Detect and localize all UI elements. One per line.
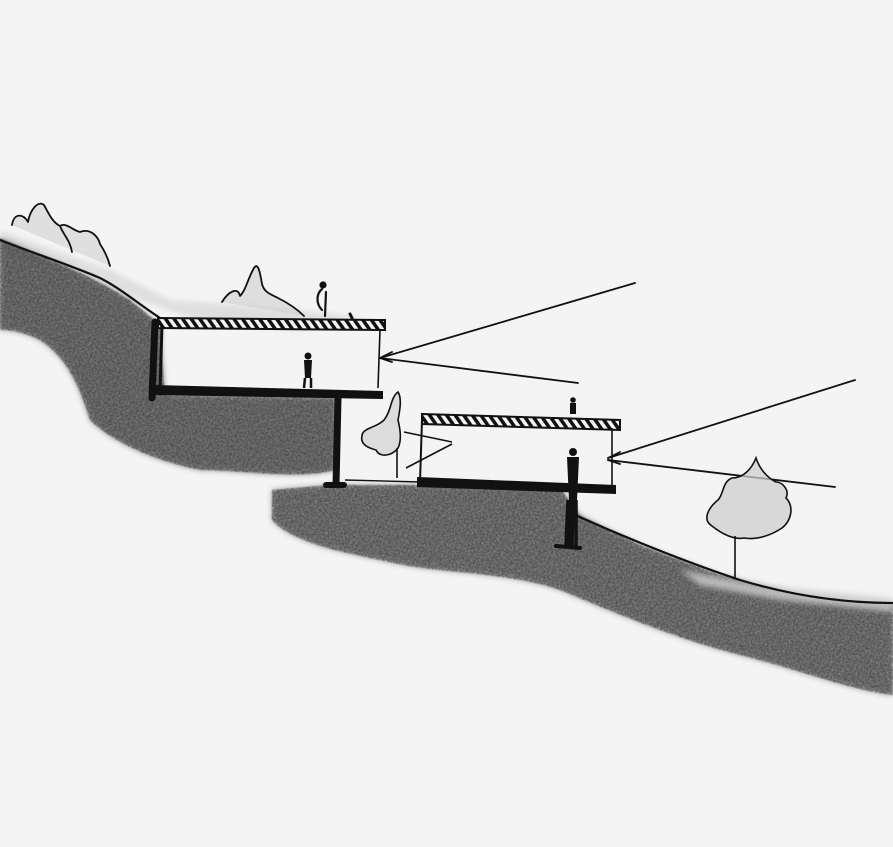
upper-glazing xyxy=(377,329,381,389)
upper-roof-slab xyxy=(157,316,386,332)
view-line-upper xyxy=(379,282,636,384)
tree-middle xyxy=(360,390,402,478)
lower-floor-slab xyxy=(417,476,616,495)
upper-column xyxy=(332,397,342,486)
roof-shrub-upper xyxy=(221,265,305,317)
figure-lower-roof xyxy=(570,397,576,414)
tree-right xyxy=(706,455,792,578)
terrain-line-upper xyxy=(0,238,162,320)
view-line-lower xyxy=(607,379,856,488)
shrub-left xyxy=(11,202,111,267)
upper-back-wall xyxy=(148,318,159,402)
lower-back-wall xyxy=(419,419,423,483)
figure-lower-standing xyxy=(554,448,582,550)
lower-roof-slab xyxy=(421,412,621,432)
figure-upper-interior xyxy=(302,352,313,389)
figure-upper-roof xyxy=(316,281,354,320)
terrain-line-lower xyxy=(573,513,893,605)
upper-volume xyxy=(148,316,386,488)
upper-floor-slab xyxy=(154,384,383,400)
lower-volume xyxy=(344,412,621,495)
